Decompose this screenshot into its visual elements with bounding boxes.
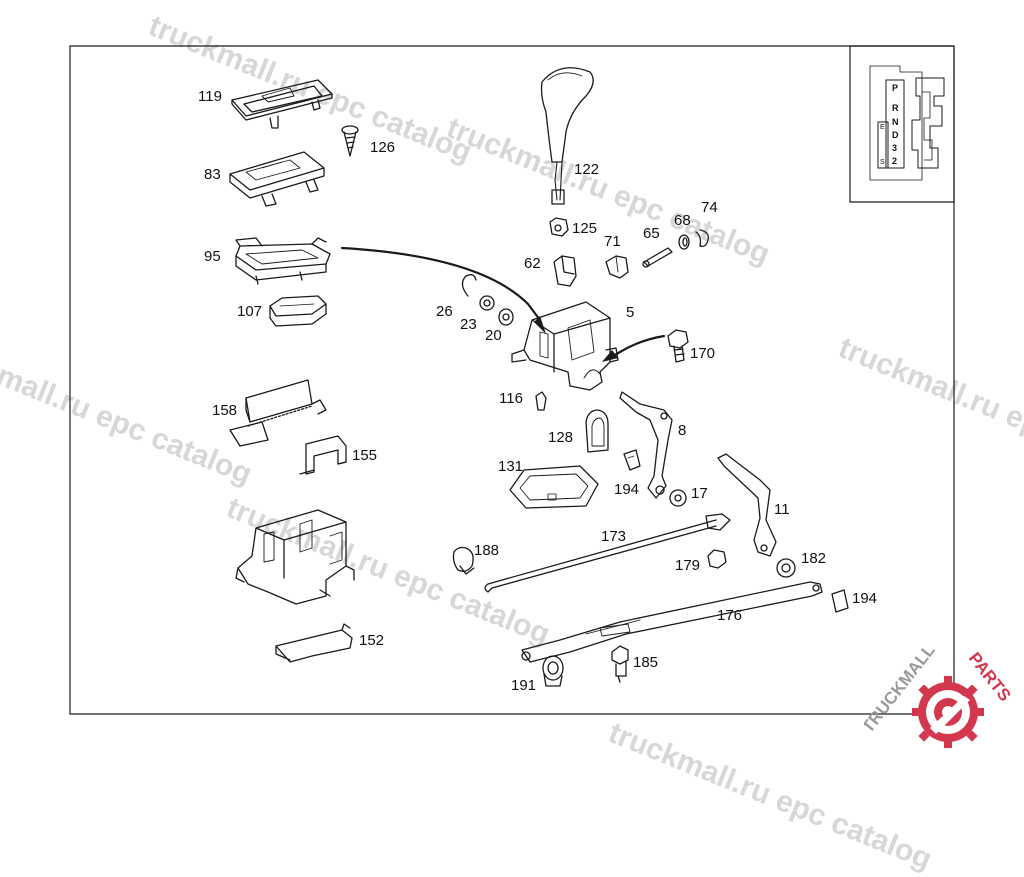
- part-label: 122: [574, 161, 600, 178]
- gear-position-label: N: [892, 117, 899, 127]
- part-label: 95: [204, 248, 221, 265]
- part-label: 20: [485, 327, 502, 344]
- part-191-bush: [542, 655, 564, 687]
- part-label: 5: [626, 304, 635, 321]
- part-label: 152: [359, 632, 385, 649]
- part-185-bolt: [611, 645, 629, 683]
- gear-pattern-inset: [849, 45, 955, 203]
- part-107-seal: [269, 295, 327, 327]
- part-label: 107: [237, 303, 263, 320]
- part-label: 194: [852, 590, 878, 607]
- part-194-clip: [623, 449, 641, 471]
- part-label: 125: [572, 220, 598, 237]
- gear-mode-label: S: [880, 159, 885, 166]
- part-155-clip: [299, 435, 347, 475]
- part-20-bush: [498, 308, 514, 326]
- part-95-gate-tray: [235, 237, 331, 285]
- part-label: 155: [352, 447, 378, 464]
- part-label: 185: [633, 654, 659, 671]
- part-label: 71: [604, 233, 621, 250]
- part-119-trim-frame: [231, 79, 333, 129]
- part-131-gasket: [509, 465, 599, 509]
- part-label: 131: [498, 458, 524, 475]
- gear-position-label: P: [892, 83, 899, 93]
- part-26-circlip: [461, 274, 477, 297]
- part-label: 194: [614, 481, 640, 498]
- housing-assembly: [235, 509, 355, 605]
- part-label: 83: [204, 166, 221, 183]
- part-label: 11: [774, 501, 790, 518]
- part-71-bushing: [605, 255, 629, 279]
- part-176-selector-rod: [521, 581, 823, 663]
- part-label: 119: [198, 88, 222, 105]
- part-17-bush: [669, 489, 687, 507]
- gear-position-label: 2: [892, 156, 898, 166]
- leader-arrowhead: [602, 350, 618, 362]
- part-label: 26: [436, 303, 453, 320]
- part-173-rod: [484, 513, 731, 593]
- part-label: 126: [370, 139, 396, 156]
- part-8-shift-lever: [619, 391, 673, 499]
- part-158-bracket: [229, 379, 327, 447]
- leader-arrowhead: [534, 316, 546, 334]
- part-128-holder: [585, 409, 609, 453]
- gear-position-label: 3: [892, 143, 898, 153]
- part-label: 116: [499, 390, 523, 407]
- part-116-stud: [535, 391, 547, 411]
- part-label: 17: [691, 485, 708, 502]
- part-179-nut: [707, 549, 727, 569]
- part-label: 68: [674, 212, 691, 229]
- part-label: 65: [643, 225, 660, 242]
- part-label: 176: [717, 607, 743, 624]
- part-5-shifter-housing: [511, 301, 619, 391]
- part-label: 23: [460, 316, 477, 333]
- part-188-bush: [452, 546, 475, 575]
- leader-arrow: [340, 246, 542, 322]
- gear-position-label: R: [892, 103, 899, 113]
- part-label: 158: [212, 402, 238, 419]
- part-label: 128: [548, 429, 574, 446]
- part-194-clip-right: [831, 589, 849, 613]
- truckmall-logo: TRUCKMALL PARTS: [864, 646, 1015, 748]
- leader-arrow: [608, 334, 666, 360]
- gear-mode-label: E: [880, 124, 885, 131]
- part-label: 173: [601, 528, 627, 545]
- parts-diagram: [69, 45, 955, 715]
- part-125-nut: [549, 217, 569, 237]
- part-label: 74: [701, 199, 718, 216]
- part-122-selector-knob: [540, 67, 594, 205]
- part-62-bracket: [553, 255, 577, 287]
- part-83-shift-panel: [229, 151, 325, 207]
- gear-position-label: D: [892, 130, 899, 140]
- part-label: 179: [675, 557, 701, 574]
- part-65-pin: [642, 247, 673, 268]
- part-182-bush: [776, 558, 796, 578]
- diagram-frame: [69, 45, 955, 715]
- part-label: 8: [678, 422, 687, 439]
- part-152-plate: [275, 623, 353, 663]
- part-74-clip: [695, 229, 709, 248]
- part-23-bush: [479, 295, 495, 311]
- part-label: 188: [474, 542, 500, 559]
- part-label: 170: [690, 345, 716, 362]
- part-68-washer: [678, 234, 690, 250]
- gear-gate-icon: [869, 65, 945, 181]
- gear-wrench-icon: [912, 676, 984, 748]
- part-126-screw: [341, 125, 359, 157]
- part-170-bolt: [667, 329, 689, 363]
- part-11-lever: [717, 453, 777, 557]
- part-label: 62: [524, 255, 541, 272]
- part-label: 191: [511, 677, 537, 694]
- part-label: 182: [801, 550, 827, 567]
